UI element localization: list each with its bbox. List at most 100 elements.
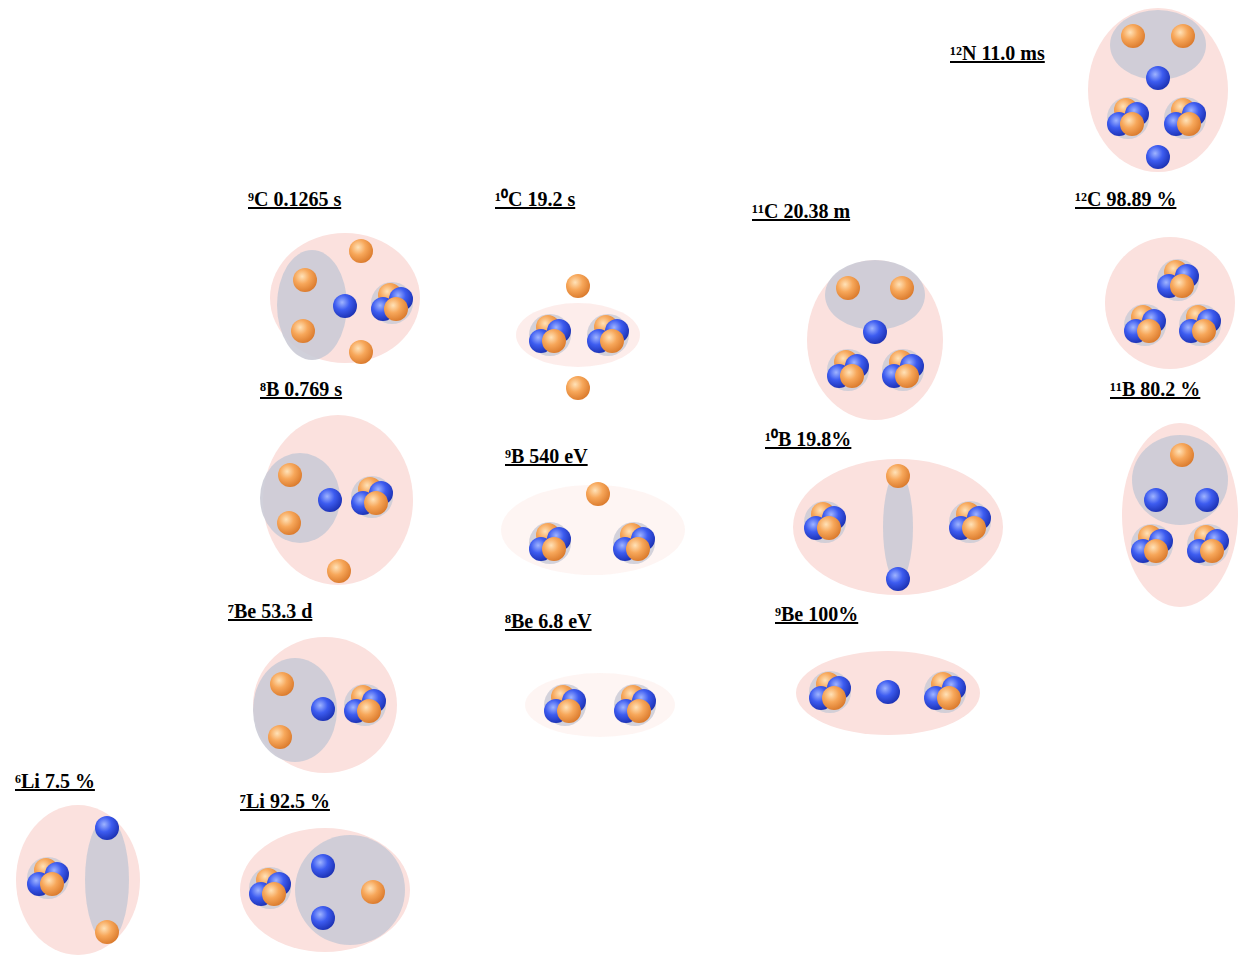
nucleus-illustration bbox=[224, 596, 401, 777]
alpha-cluster-region bbox=[371, 282, 413, 324]
nucleus-node: ¹²N 11.0 ms bbox=[946, 4, 1232, 176]
isotope-label: ⁸B 0.769 s bbox=[260, 378, 342, 400]
nucleus-illustration bbox=[1106, 374, 1241, 611]
proton-ball bbox=[1120, 112, 1144, 136]
neutron-ball bbox=[876, 680, 900, 704]
nucleus-node: ⁸Be 6.8 eV bbox=[501, 606, 679, 741]
isotope-label: ¹²N 11.0 ms bbox=[950, 42, 1045, 64]
cluster-region bbox=[883, 472, 913, 582]
nucleus-illustration bbox=[11, 766, 144, 956]
proton-ball bbox=[95, 920, 119, 944]
alpha-cluster-region bbox=[529, 314, 571, 356]
nucleus-envelope bbox=[525, 673, 675, 737]
proton-ball bbox=[962, 516, 986, 540]
nucleus-illustration bbox=[491, 184, 644, 371]
nucleus-node: ⁸B 0.769 s bbox=[256, 374, 417, 589]
proton-ball bbox=[349, 239, 373, 263]
alpha-cluster-region bbox=[1124, 304, 1166, 346]
proton-ball bbox=[270, 672, 294, 696]
alpha-cluster-region bbox=[529, 522, 571, 564]
isotope-label: ¹¹C 20.38 m bbox=[752, 200, 850, 222]
nucleus-envelope bbox=[1105, 237, 1235, 369]
nucleus-node: ¹¹C 20.38 m bbox=[748, 196, 947, 424]
isotope-label: ⁷Be 53.3 d bbox=[228, 600, 312, 622]
proton-ball bbox=[566, 376, 590, 400]
proton-ball bbox=[566, 274, 590, 298]
nucleus-envelope bbox=[270, 233, 420, 363]
nucleus-node: ⁹Be 100% bbox=[771, 599, 984, 739]
proton-ball bbox=[817, 516, 841, 540]
isotope-label: ⁹C 0.1265 s bbox=[248, 188, 341, 210]
cluster-region bbox=[295, 835, 405, 945]
nucleus-node: ⁷Li 92.5 % bbox=[236, 786, 414, 956]
proton-ball bbox=[1192, 319, 1216, 343]
alpha-cluster-region bbox=[1179, 304, 1221, 346]
proton-ball bbox=[268, 725, 292, 749]
alpha-cluster-region bbox=[1131, 524, 1173, 566]
alpha-cluster-region bbox=[249, 867, 291, 909]
alpha-cluster-region bbox=[924, 671, 966, 713]
proton-ball bbox=[349, 340, 373, 364]
isotope-label: ⁸Be 6.8 eV bbox=[505, 610, 592, 632]
proton-ball bbox=[586, 482, 610, 506]
proton-ball bbox=[886, 464, 910, 488]
proton-ball bbox=[542, 537, 566, 561]
nucleus-node: ⁹B 540 eV bbox=[497, 441, 689, 579]
nucleus-node: ¹⁰C 19.2 s bbox=[491, 184, 644, 371]
neutron-ball bbox=[95, 816, 119, 840]
proton-ball bbox=[1200, 539, 1224, 563]
alpha-cluster-region bbox=[613, 522, 655, 564]
nucleus-envelope bbox=[796, 651, 980, 735]
alpha-cluster-region bbox=[614, 684, 656, 726]
alpha-cluster-region bbox=[804, 501, 846, 543]
proton-ball bbox=[542, 329, 566, 353]
nucleus-illustration bbox=[946, 4, 1232, 176]
proton-ball bbox=[361, 880, 385, 904]
proton-ball bbox=[1170, 274, 1194, 298]
nucleus-envelope bbox=[793, 459, 1003, 595]
proton-ball bbox=[895, 364, 919, 388]
neutron-ball bbox=[311, 906, 335, 930]
alpha-cluster-region bbox=[344, 684, 386, 726]
proton-ball bbox=[384, 297, 408, 321]
cluster-region bbox=[1132, 435, 1228, 525]
alpha-cluster-region bbox=[1187, 524, 1229, 566]
alpha-cluster-region bbox=[1164, 97, 1206, 139]
nucleus-node: ⁶Li 7.5 % bbox=[11, 766, 144, 956]
proton-ball bbox=[840, 364, 864, 388]
alpha-cluster-region bbox=[1107, 97, 1149, 139]
nucleus-node: ¹⁰B 19.8% bbox=[761, 424, 1007, 599]
nucleus-envelope bbox=[240, 828, 410, 952]
alpha-cluster-region bbox=[1157, 259, 1199, 301]
neutron-ball bbox=[1146, 66, 1170, 90]
alpha-cluster-region bbox=[544, 684, 586, 726]
alpha-cluster-region bbox=[827, 349, 869, 391]
neutron-ball bbox=[1144, 488, 1168, 512]
proton-ball bbox=[626, 537, 650, 561]
proton-ball bbox=[277, 511, 301, 535]
isotope-label: ¹⁰B 19.8% bbox=[765, 428, 851, 450]
proton-ball bbox=[293, 268, 317, 292]
proton-ball bbox=[1144, 539, 1168, 563]
nucleus-illustration bbox=[748, 196, 947, 424]
nucleus-illustration bbox=[256, 374, 417, 589]
nucleus-node: ¹²C 98.89 % bbox=[1071, 184, 1239, 373]
proton-ball bbox=[600, 329, 624, 353]
proton-ball bbox=[627, 699, 651, 723]
isotope-label: ⁹Be 100% bbox=[775, 603, 858, 625]
neutron-ball bbox=[318, 488, 342, 512]
cluster-region bbox=[253, 658, 337, 762]
proton-ball bbox=[822, 686, 846, 710]
proton-ball bbox=[364, 491, 388, 515]
nucleus-illustration bbox=[761, 424, 1007, 599]
isotope-label: ⁷Li 92.5 % bbox=[240, 790, 330, 812]
proton-ball bbox=[1177, 112, 1201, 136]
proton-ball bbox=[327, 559, 351, 583]
nucleus-envelope bbox=[516, 303, 640, 367]
proton-ball bbox=[40, 872, 64, 896]
isotope-label: ⁶Li 7.5 % bbox=[15, 770, 95, 792]
neutron-ball bbox=[311, 854, 335, 878]
neutron-ball bbox=[311, 697, 335, 721]
nucleus-envelope bbox=[1088, 8, 1228, 172]
